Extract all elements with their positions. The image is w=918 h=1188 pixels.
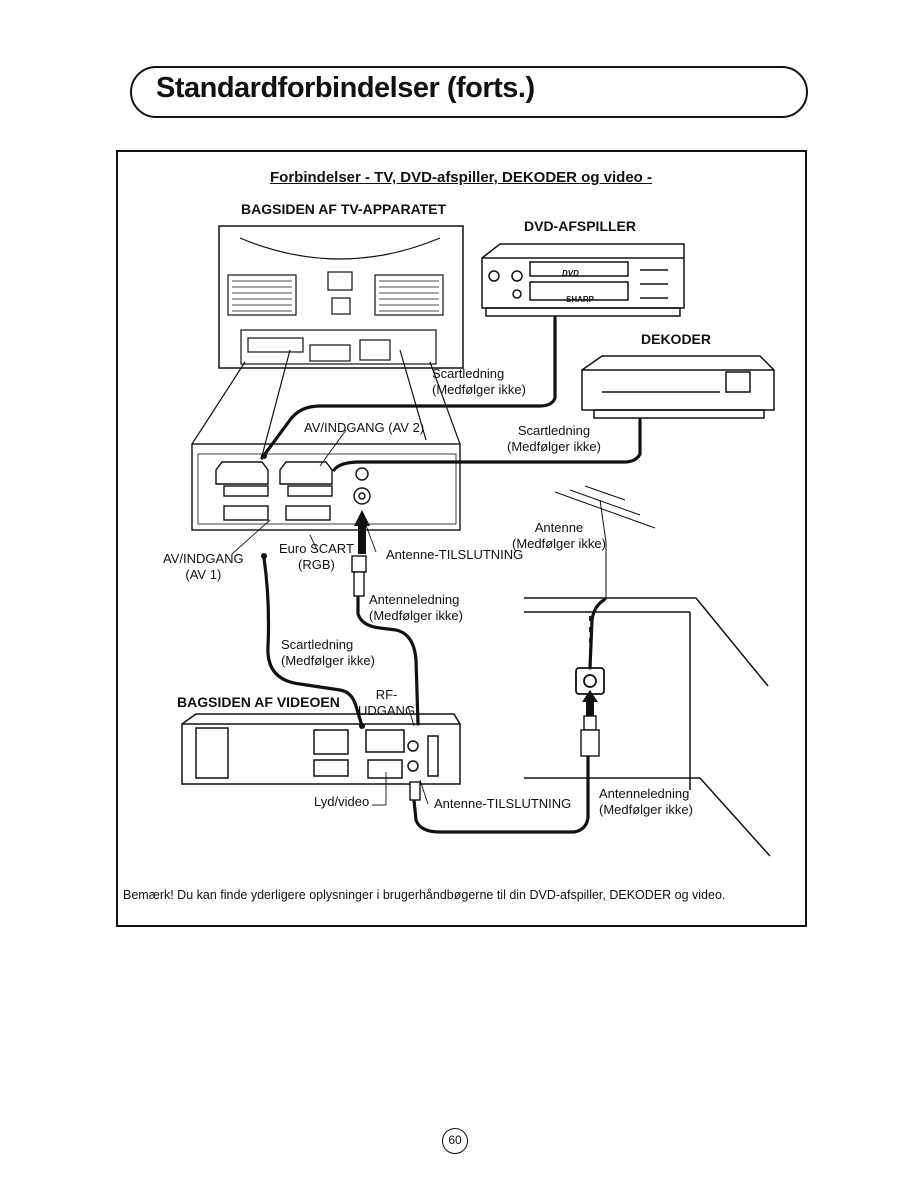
- page-number: 60: [442, 1128, 468, 1154]
- diagram-frame: [116, 150, 807, 927]
- antenna-illustration: [554, 485, 656, 600]
- wall-illustration: [524, 597, 771, 857]
- heading-tv-back: BAGSIDEN AF TV-APPARATET: [241, 201, 447, 217]
- heading-dvd-player: DVD-AFSPILLER: [524, 218, 636, 234]
- heading-decoder: DEKODER: [641, 331, 712, 347]
- scart-cable-decoder-label: Scartledning(Medfølger ikke): [507, 423, 601, 454]
- tv-back-illustration: [218, 225, 464, 369]
- heading-vcr-back: BAGSIDEN AF VIDEOEN: [177, 694, 340, 710]
- av1-input-label: AV/INDGANG(AV 1): [163, 551, 244, 582]
- antenna-cable-tv-label: Antenneledning(Medfølger ikke): [369, 592, 463, 623]
- dvd-logo: DVD: [562, 269, 579, 278]
- vcr-antenna-connector-label: Antenne-TILSLUTNING: [434, 796, 572, 811]
- vcr-back-illustration: [181, 713, 461, 785]
- title-banner: [130, 66, 808, 118]
- scart-cable-vcr-label: Scartledning(Medfølger ikke): [281, 637, 375, 668]
- rf-output-label: RF-UDGANG: [358, 687, 416, 718]
- page-title: Standardforbindelser (forts.): [156, 72, 535, 104]
- antenna-cable-wall-label: Antenneledning(Medfølger ikke): [599, 786, 693, 817]
- tv-antenna-connector-label: Antenne-TILSLUTNING: [386, 547, 524, 562]
- av2-input-label: AV/INDGANG (AV 2): [304, 420, 425, 435]
- euro-scart-label: Euro SCART(RGB): [279, 541, 354, 572]
- tv-scart-panel-zoom: [191, 443, 461, 531]
- antenna-label: Antenne(Medfølger ikke): [512, 520, 606, 551]
- dvd-player-illustration: [481, 243, 685, 317]
- decoder-illustration: [581, 355, 775, 419]
- footnote: Bemærk! Du kan finde yderligere oplysnin…: [123, 888, 726, 902]
- dvd-brand-label: SHARP: [566, 295, 595, 304]
- diagram-subtitle: Forbindelser - TV, DVD-afspiller, DEKODE…: [270, 169, 653, 186]
- scart-cable-dvd-label: Scartledning(Medfølger ikke): [432, 366, 526, 397]
- audio-video-label: Lyd/video: [314, 794, 370, 809]
